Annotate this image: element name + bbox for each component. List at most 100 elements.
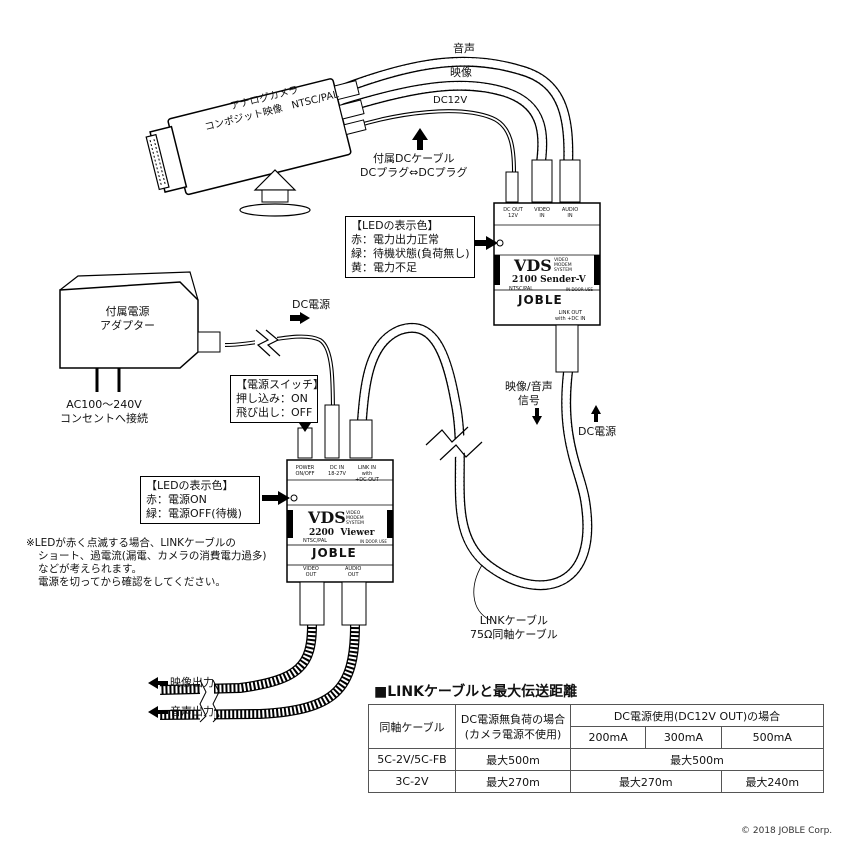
dc-cable-break-mark bbox=[255, 329, 281, 358]
link-cable-label: LINKケーブル 75Ω同軸ケーブル bbox=[470, 614, 558, 642]
audio-cable-label: 音声 bbox=[453, 42, 475, 55]
video-out-cable bbox=[159, 624, 317, 695]
audio-out-cable bbox=[159, 624, 360, 720]
sender-port-video-label: VIDEO bbox=[534, 207, 550, 213]
viewer-maker: JOBLE bbox=[312, 546, 357, 560]
sender-subtitle: VIDEO MODEM SYSTEM bbox=[554, 258, 572, 273]
link-cable bbox=[357, 322, 593, 591]
sender-sub1: VIDEO bbox=[554, 258, 569, 263]
viewer-port-dcin-label: DC IN bbox=[329, 465, 345, 471]
sender-led-red: 赤：電力出力正常 bbox=[351, 233, 439, 246]
viewer-port-dcin-sub: 18-27V bbox=[328, 471, 346, 477]
sender-led-yellow: 黄：電力不足 bbox=[351, 261, 417, 274]
audio-cable-top bbox=[340, 56, 574, 175]
sender-port-video-in: IN bbox=[539, 213, 545, 219]
distance-table: 同軸ケーブル DC電源無負荷の場合 (カメラ電源不使用) DC電源使用(DC12… bbox=[368, 704, 825, 793]
viewer-video-out-label: VIDEO bbox=[303, 566, 319, 572]
viewer-port-linkin-sub2: +DC OUT bbox=[355, 477, 379, 483]
viewer-led-legend: 【LEDの表示色】 赤：電源ON 緑：電源OFF(待機) bbox=[140, 476, 260, 524]
table-row: 3C-2V 最大270m 最大270m 最大240m bbox=[368, 770, 825, 793]
viewer-video-out-sub: OUT bbox=[305, 572, 317, 578]
table-subheader-row: 200mA 300mA 500mA bbox=[369, 726, 825, 749]
viewer-port-audio-out: AUDIO OUT bbox=[345, 566, 361, 578]
row1-dc: 最大500m bbox=[570, 748, 824, 771]
dc-cable-note-line2: DCプラグ⇔DCプラグ bbox=[360, 166, 468, 179]
viewer-port-power-sub: ON/OFF bbox=[295, 471, 315, 477]
row2-dc-200-300: 最大270m bbox=[570, 770, 722, 793]
viewer-led-title: 【LEDの表示色】 bbox=[146, 479, 234, 492]
switch-off: 飛び出し：OFF bbox=[236, 406, 313, 419]
copyright: © 2018 JOBLE Corp. bbox=[741, 826, 833, 836]
table-row: 5C-2V/5C-FB 最大500m 最大500m bbox=[368, 748, 824, 771]
dc-power-label-top: DC電源 bbox=[292, 298, 331, 311]
header-500ma: 500mA bbox=[720, 726, 825, 749]
sender-led-title: 【LEDの表示色】 bbox=[351, 219, 439, 232]
table-header-row: 同軸ケーブル DC電源無負荷の場合 (カメラ電源不使用) DC電源使用(DC12… bbox=[368, 704, 824, 749]
viewer-model: 2200 Viewer bbox=[309, 528, 375, 538]
viewer-audio-out-label: AUDIO bbox=[345, 566, 362, 572]
sender-model: 2100 Sender-V bbox=[512, 275, 586, 285]
output-cable-breaks bbox=[199, 679, 220, 723]
viewer-port-video-out: VIDEO OUT bbox=[303, 566, 319, 578]
video-cable-top bbox=[340, 80, 548, 175]
dc-cable-arrow bbox=[412, 128, 428, 150]
sender-brand: VDS bbox=[514, 256, 552, 275]
signal-line2: 信号 bbox=[517, 394, 540, 407]
viewer-indoor: IN DOOR USE bbox=[360, 539, 387, 544]
sender-link-out: LINK OUT with +DC IN bbox=[555, 310, 586, 322]
ac-label: AC100～240V コンセントへ接続 bbox=[60, 398, 148, 426]
sender-maker: JOBLE bbox=[518, 293, 563, 307]
viewer-sub1: VIDEO bbox=[346, 511, 361, 516]
sender-led-legend: 【LEDの表示色】 赤：電力出力正常 緑：待機状態(負荷無し) 黄：電力不足 bbox=[345, 216, 475, 278]
header-200ma: 200mA bbox=[569, 726, 647, 749]
sender-device-body bbox=[493, 159, 601, 373]
sender-port-dcout-v: 12V bbox=[508, 213, 518, 219]
dc-cable-note-line1: 付属DCケーブル bbox=[373, 152, 455, 165]
sender-port-dcout-label: DC OUT bbox=[503, 207, 523, 213]
header-300ma: 300mA bbox=[645, 726, 722, 749]
analog-camera bbox=[145, 78, 367, 217]
signal-label: 映像/音声 信号 bbox=[505, 380, 553, 408]
warning-line2: ショート、過電流(漏電、カメラの消費電力過多) bbox=[38, 550, 267, 562]
sender-indoor: IN DOOR USE bbox=[566, 287, 593, 292]
audio-output-label: 音声出力 bbox=[170, 705, 214, 718]
row2-noload: 最大270m bbox=[455, 770, 571, 793]
adapter-line2: アダプター bbox=[100, 319, 155, 332]
dc12v-cable bbox=[349, 109, 516, 173]
dc-cable-note: 付属DCケーブル DCプラグ⇔DCプラグ bbox=[360, 152, 468, 180]
viewer-port-power-label: POWER bbox=[295, 465, 315, 471]
viewer-brand: VDS bbox=[308, 508, 346, 527]
viewer-led-green: 緑：電源OFF(待機) bbox=[146, 507, 242, 520]
viewer-port-linkin-label: LINK IN bbox=[357, 465, 377, 471]
led-warning-note: ※LEDが赤く点滅する場合、LINKケーブルの ショート、過電流(漏電、カメラの… bbox=[26, 537, 266, 589]
row2-cable: 3C-2V bbox=[368, 770, 456, 793]
header-noload-2: (カメラ電源不使用) bbox=[464, 727, 562, 741]
power-switch-legend: 【電源スイッチ】 押し込み：ON 飛び出し：OFF bbox=[230, 375, 324, 423]
table-title: ■LINKケーブルと最大伝送距離 bbox=[374, 684, 578, 700]
ac-line2: コンセントへ接続 bbox=[60, 412, 148, 425]
adapter-label: 付属電源 アダプター bbox=[100, 305, 155, 333]
switch-on: 押し込み：ON bbox=[236, 392, 308, 405]
cable-break-mark bbox=[425, 426, 491, 466]
video-output-label: 映像出力 bbox=[170, 676, 214, 689]
viewer-led-red: 赤：電源ON bbox=[146, 493, 207, 506]
viewer-audio-out-sub: OUT bbox=[347, 572, 359, 578]
header-noload-1: DC電源無負荷の場合 bbox=[460, 712, 566, 726]
dc12v-label: DC12V bbox=[433, 95, 468, 106]
dc-power-label-right: DC電源 bbox=[578, 425, 617, 438]
header-noload: DC電源無負荷の場合 (カメラ電源不使用) bbox=[455, 704, 571, 749]
warning-line4: 電源を切ってから確認をしてください。 bbox=[38, 576, 226, 588]
header-cable: 同軸ケーブル bbox=[368, 704, 456, 749]
link-cable-line2: 75Ω同軸ケーブル bbox=[470, 628, 558, 641]
viewer-port-linkin-sub: with bbox=[361, 471, 373, 477]
viewer-device-body bbox=[286, 404, 394, 626]
header-dc: DC電源使用(DC12V OUT)の場合 bbox=[570, 704, 824, 727]
sender-sub3: SYSTEM bbox=[554, 268, 572, 273]
sender-sub2: MODEM bbox=[554, 263, 572, 268]
viewer-sub3: SYSTEM bbox=[346, 521, 364, 526]
viewer-sub2: MODEM bbox=[346, 516, 364, 521]
